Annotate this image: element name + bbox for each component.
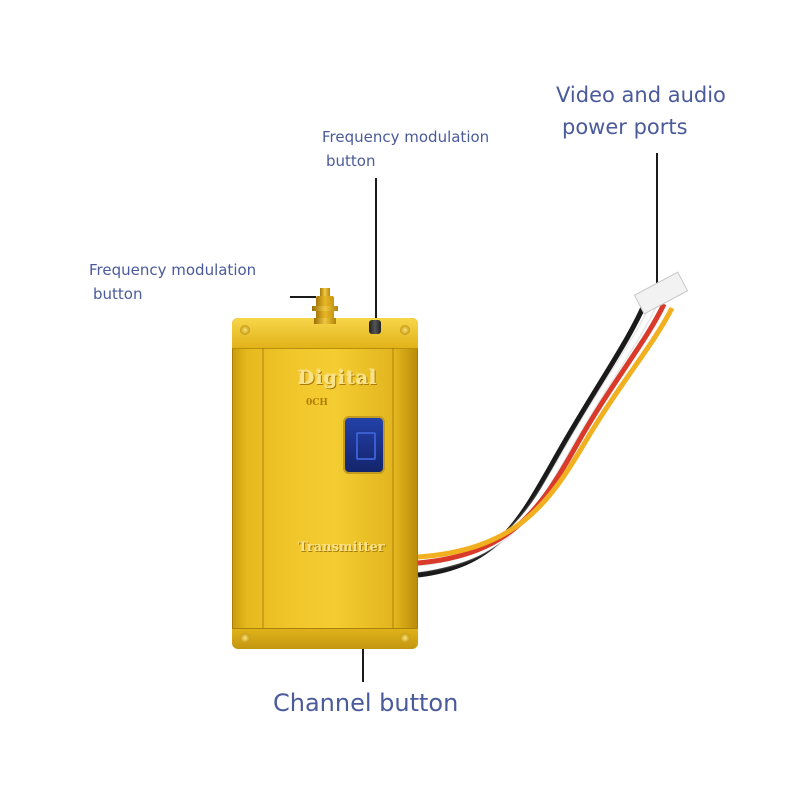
brand-text: Digital (298, 367, 378, 389)
freq-mod-left-label: Frequency modulation button (89, 261, 256, 304)
screw-bottom-right (400, 633, 410, 643)
video-audio-label-line1: Video and audio (556, 83, 726, 107)
cable-wire-3 (417, 302, 667, 566)
screw-top-right (400, 325, 410, 335)
antenna-connector-ring (312, 306, 338, 311)
antenna-connector-tip (320, 288, 330, 298)
freq-mod-top-label: Frequency modulation button (322, 128, 489, 171)
freq-mod-top-label-line2: button (326, 151, 376, 170)
freq-mod-top-label-line1: Frequency modulation (322, 128, 490, 146)
video-audio-label-line2: power ports (562, 115, 688, 140)
channel-button[interactable] (345, 418, 383, 472)
screw-top-left (240, 325, 250, 335)
freq-mod-left-label-line2: button (93, 284, 143, 303)
channel-display-digit (356, 432, 376, 460)
body-groove-right (392, 348, 394, 628)
frequency-modulation-button[interactable] (369, 320, 381, 334)
video-audio-pointer-line (656, 153, 658, 283)
body-groove-left (262, 348, 264, 628)
antenna-connector-nut (314, 318, 336, 324)
transmitter-bottom-plate (232, 628, 418, 649)
freq-mod-left-label-line1: Frequency modulation (89, 261, 257, 279)
freq-mod-top-pointer-line (375, 178, 377, 322)
video-audio-label: Video and audio power ports (556, 82, 726, 141)
device-name-text: Transmitter (298, 540, 385, 555)
freq-mod-left-pointer-line (290, 296, 316, 298)
cable-wire-1 (417, 295, 651, 578)
transmitter-body (232, 318, 418, 648)
channel-label: Channel button (273, 689, 459, 717)
cable-wire-4 (417, 306, 675, 560)
model-text: 0CH (306, 398, 328, 408)
cable-wire-2 (417, 298, 659, 572)
screw-bottom-left (240, 633, 250, 643)
